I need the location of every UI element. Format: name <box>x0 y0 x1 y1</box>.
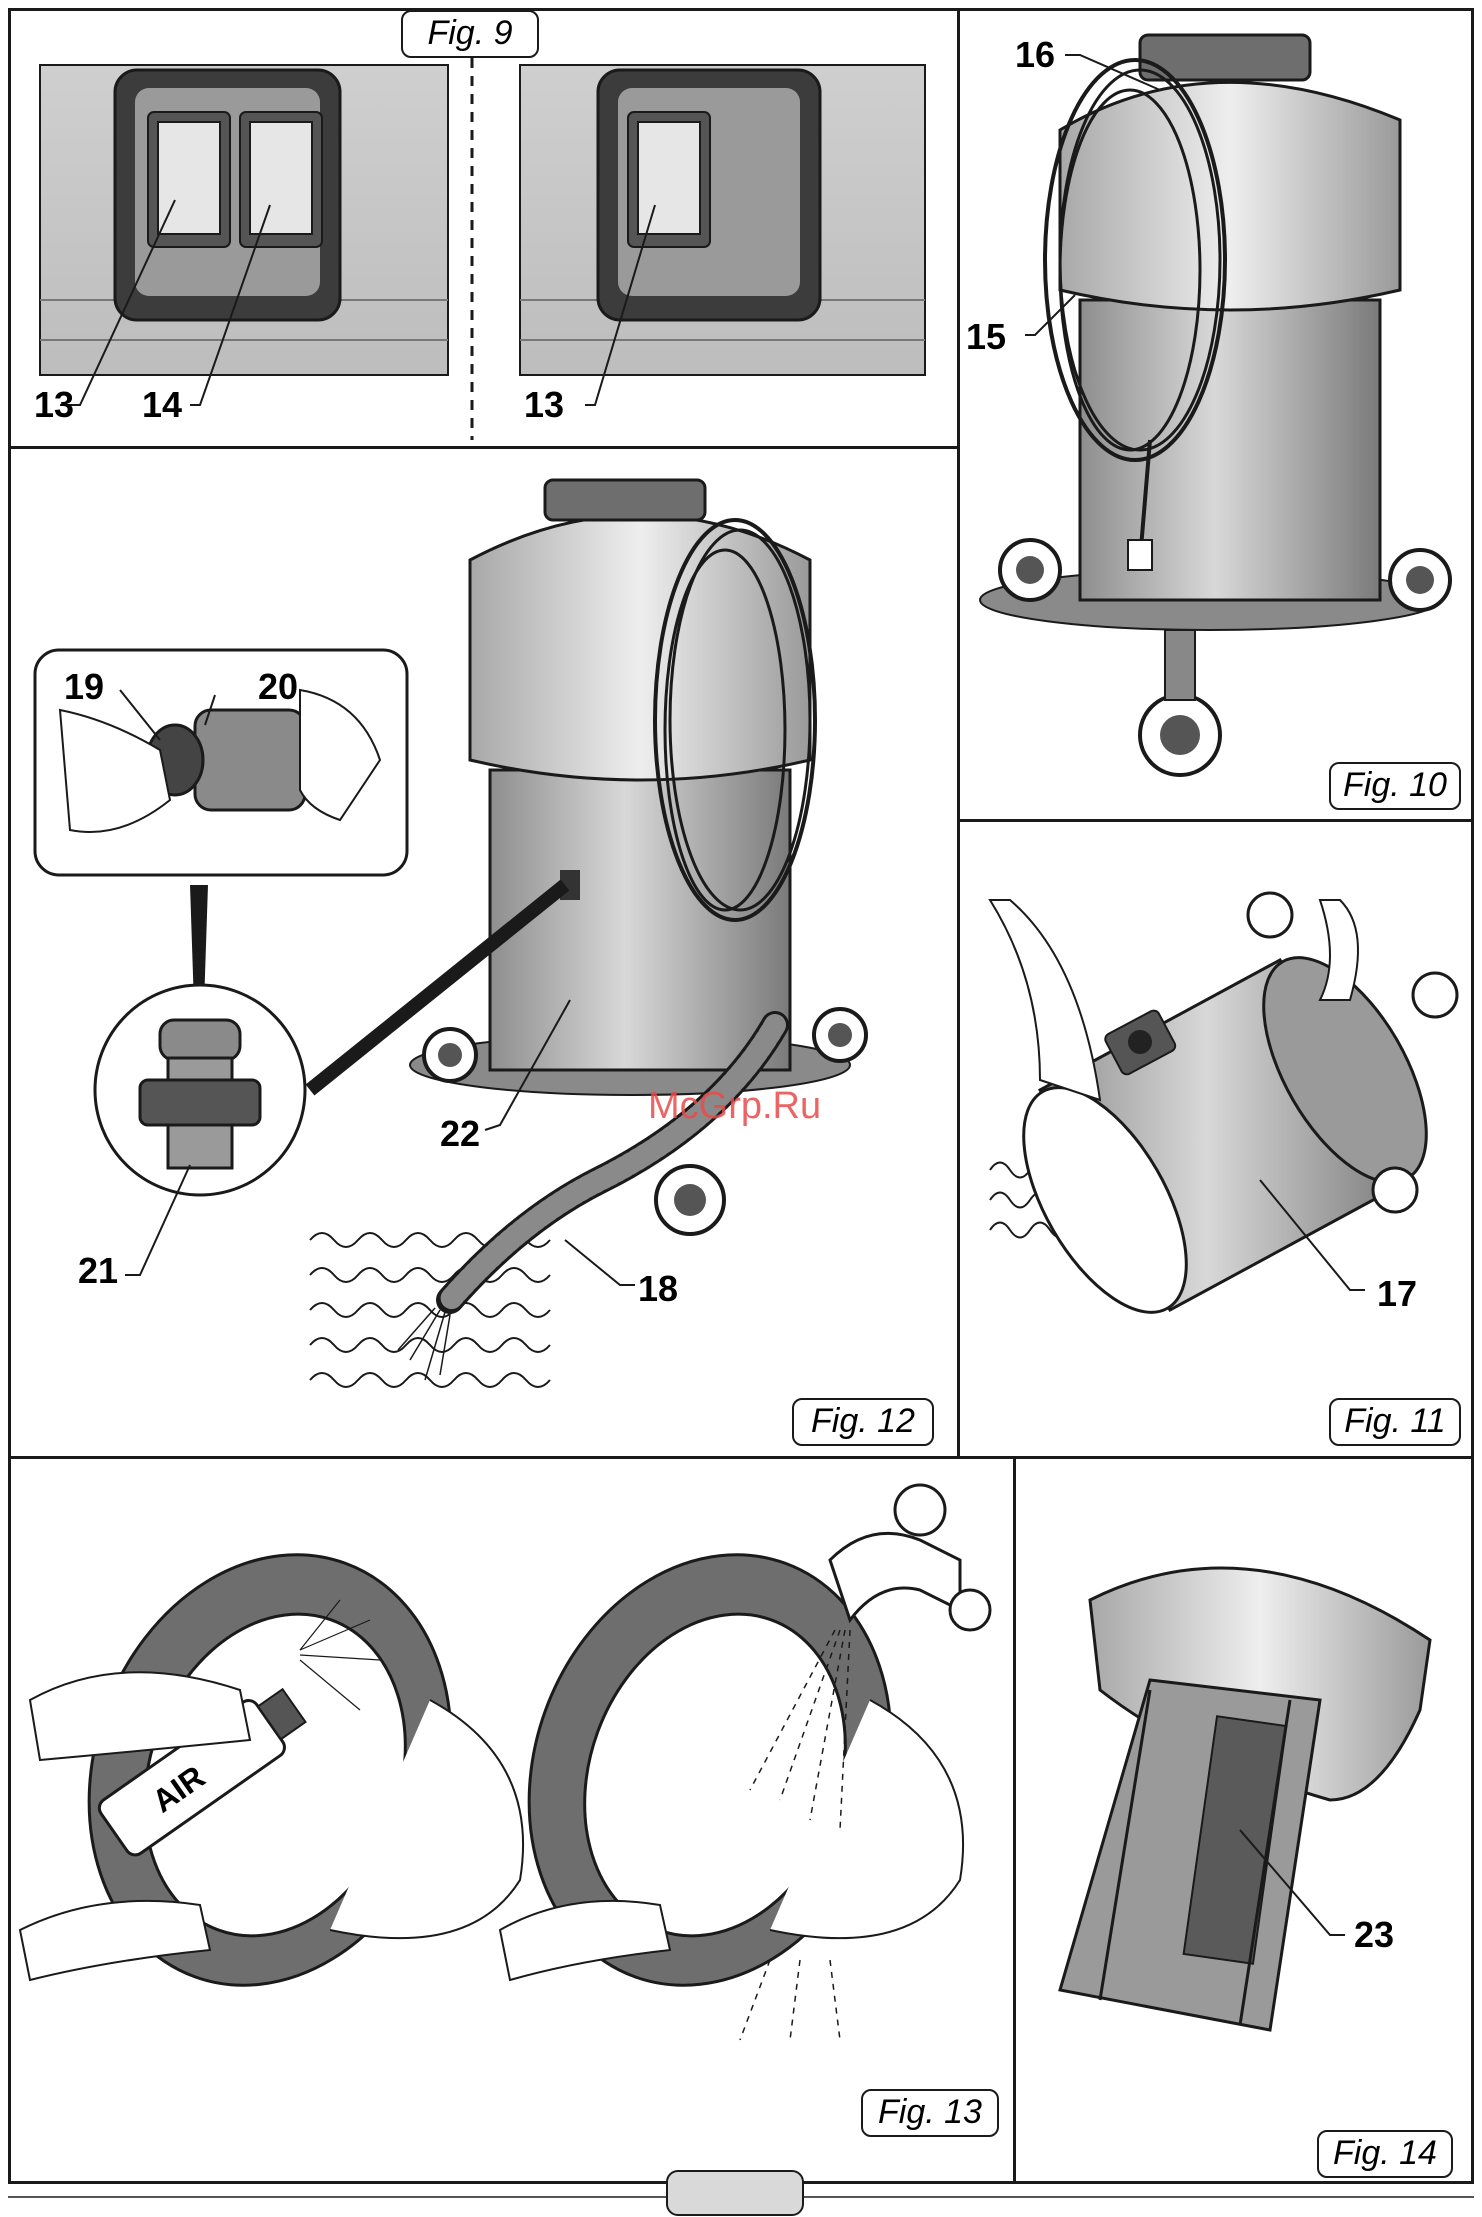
callout-13-fig9-right: 13 <box>524 384 564 426</box>
fig13-label: Fig. 13 <box>861 2089 999 2137</box>
callout-19: 19 <box>64 666 104 708</box>
fig11-container-illustration <box>990 893 1459 1338</box>
fig12-vacuum-illustration <box>310 480 866 1387</box>
callout-22: 22 <box>440 1113 480 1155</box>
callout-15: 15 <box>966 316 1006 358</box>
callout-17: 17 <box>1377 1273 1417 1315</box>
fig11-label: Fig. 11 <box>1329 1398 1461 1446</box>
fig10-vacuum-illustration <box>980 35 1450 775</box>
fig9-right-switch-panel <box>520 65 925 405</box>
callout-23: 23 <box>1354 1914 1394 1956</box>
fig9-label: Fig. 9 <box>401 10 539 58</box>
callout-13-fig9-left: 13 <box>34 384 74 426</box>
callout-20: 20 <box>258 666 298 708</box>
fig12-inset-hose-connector <box>35 650 407 1275</box>
callout-21: 21 <box>78 1250 118 1292</box>
fig10-label: Fig. 10 <box>1329 762 1461 810</box>
callout-14: 14 <box>142 384 182 426</box>
fig14-label: Fig. 14 <box>1317 2130 1453 2178</box>
callout-16: 16 <box>1015 34 1055 76</box>
fig12-label: Fig. 12 <box>792 1398 934 1446</box>
callout-18: 18 <box>638 1268 678 1310</box>
fig13-filter-illustration: AIR <box>20 1485 990 2040</box>
fig14-filter-cage-illustration <box>1060 1568 1430 2030</box>
watermark: McGrp.Ru <box>648 1085 821 1128</box>
fig9-left-switch-panel <box>40 65 448 405</box>
